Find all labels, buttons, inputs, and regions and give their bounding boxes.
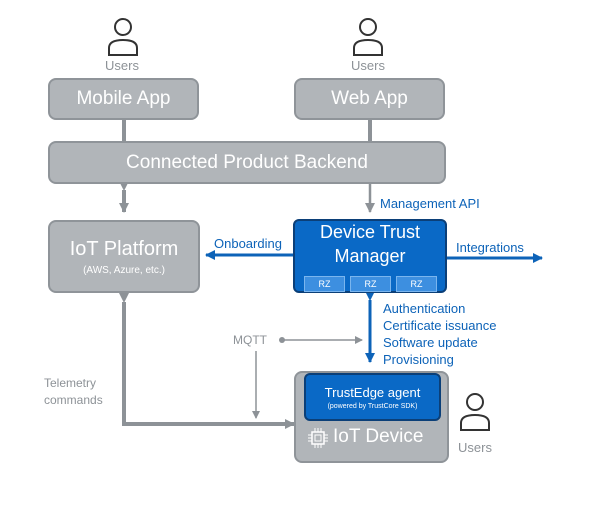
agent-subtitle: (powered by TrustCore SDK) [327, 402, 418, 410]
telemetry-label: Telemetry [44, 376, 97, 390]
backend-label: Connected Product Backend [126, 151, 368, 173]
mobile-app-box: Mobile App [48, 78, 199, 120]
iot-platform-box: IoT Platform (AWS, Azure, etc.) [48, 220, 200, 293]
device-trust-manager-box: Device Trust Manager RZ RZ RZ [293, 219, 447, 293]
service-software-update: Software update [383, 335, 478, 350]
users-label-left: Users [105, 58, 139, 73]
iot-device-label: IoT Device [333, 426, 424, 447]
user-icon [353, 18, 383, 56]
rz-badge: RZ [304, 276, 345, 292]
management-api-label: Management API [380, 196, 480, 211]
dtm-title-line2: Manager [334, 246, 406, 266]
mqtt-label: MQTT [233, 333, 267, 347]
users-label-center: Users [351, 58, 385, 73]
user-icon [460, 393, 490, 431]
iot-device-box: TrustEdge agent (powered by TrustCore SD… [294, 371, 449, 463]
backend-box: Connected Product Backend [48, 141, 446, 184]
web-app-box: Web App [294, 78, 445, 120]
iot-platform-title: IoT Platform [69, 237, 179, 260]
rz-badge: RZ [350, 276, 391, 292]
user-icon [108, 18, 138, 56]
onboarding-label: Onboarding [214, 236, 282, 251]
commands-label: commands [44, 393, 103, 407]
agent-title: TrustEdge agent [324, 384, 421, 400]
web-app-label: Web App [331, 88, 408, 109]
service-authentication: Authentication [383, 301, 466, 316]
dtm-title-line1: Device Trust [319, 222, 421, 242]
users-label-right: Users [458, 440, 492, 455]
iot-platform-subtitle: (AWS, Azure, etc.) [83, 264, 165, 276]
rz-badge: RZ [396, 276, 437, 292]
telemetry-arrow [119, 293, 295, 429]
trustedge-agent-box: TrustEdge agent (powered by TrustCore SD… [304, 373, 441, 421]
service-certificate-issuance: Certificate issuance [383, 318, 497, 333]
service-provisioning: Provisioning [383, 352, 454, 367]
mobile-app-label: Mobile App [76, 88, 171, 109]
integrations-label: Integrations [456, 240, 524, 255]
chip-icon [308, 428, 328, 448]
